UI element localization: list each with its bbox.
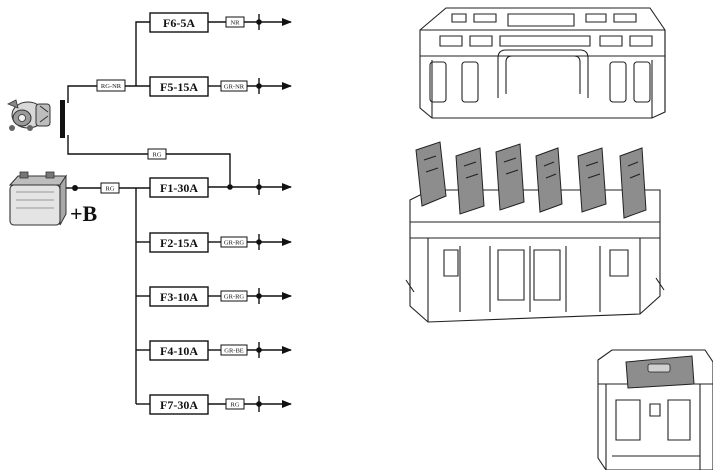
battery-icon: [8, 171, 67, 226]
wire-tag-rg-nr-label: RG-NR: [101, 83, 122, 90]
fuse-box-cover-illustration: [419, 7, 666, 119]
ignition-switch-icon: [7, 99, 51, 131]
fuse-f6: F6-5A NR: [149, 12, 292, 33]
fuse-f5-wire: GR-NR: [224, 84, 245, 91]
fuse-f3-wire: GR-RG: [224, 294, 245, 301]
wire-tag-rg-bridge: [147, 148, 167, 160]
battery-label: +B: [70, 201, 98, 226]
fuse-f7-label: F7-30A: [160, 398, 198, 412]
fuse-f1: F1-30A: [149, 177, 292, 198]
fuse-f5-label: F5-15A: [160, 80, 198, 94]
installed-fuses: [415, 141, 647, 219]
switch-wiring: RG-NR RG: [67, 21, 231, 187]
fuse-f5: F5-15A GR-NR: [149, 76, 292, 97]
battery-wiring: RG: [66, 182, 150, 405]
wire-tag-rg-nr: [96, 79, 126, 92]
fuse-box-illustration: [405, 141, 665, 323]
fuse-f6-label: F6-5A: [163, 16, 195, 30]
fuse-f4: F4-10A GR-BE: [149, 340, 292, 361]
fuse-f7-wire: RG: [230, 402, 239, 409]
fuse-f3: F3-10A GR-RG: [149, 286, 292, 307]
fuse-f3-label: F3-10A: [160, 290, 198, 304]
fuse-f7: F7-30A RG: [149, 394, 292, 415]
fuse-f2-wire: GR-RG: [224, 240, 245, 247]
fuse-f2: F2-15A GR-RG: [149, 232, 292, 253]
wire-tag-rg-battery-label: RG: [105, 186, 114, 193]
wire-tag-rg-bridge-label: RG: [152, 152, 161, 159]
fuse-f4-label: F4-10A: [160, 344, 198, 358]
fuse-f6-wire: NR: [230, 20, 240, 27]
fuse-f4-wire: GR-BE: [224, 348, 244, 355]
fuse-f2-label: F2-15A: [160, 236, 198, 250]
wire-tag-rg-battery: [100, 182, 120, 194]
switch-contact: [60, 100, 65, 138]
fuse-f1-label: F1-30A: [160, 181, 198, 195]
fuse-holder-detail-illustration: [597, 349, 713, 470]
